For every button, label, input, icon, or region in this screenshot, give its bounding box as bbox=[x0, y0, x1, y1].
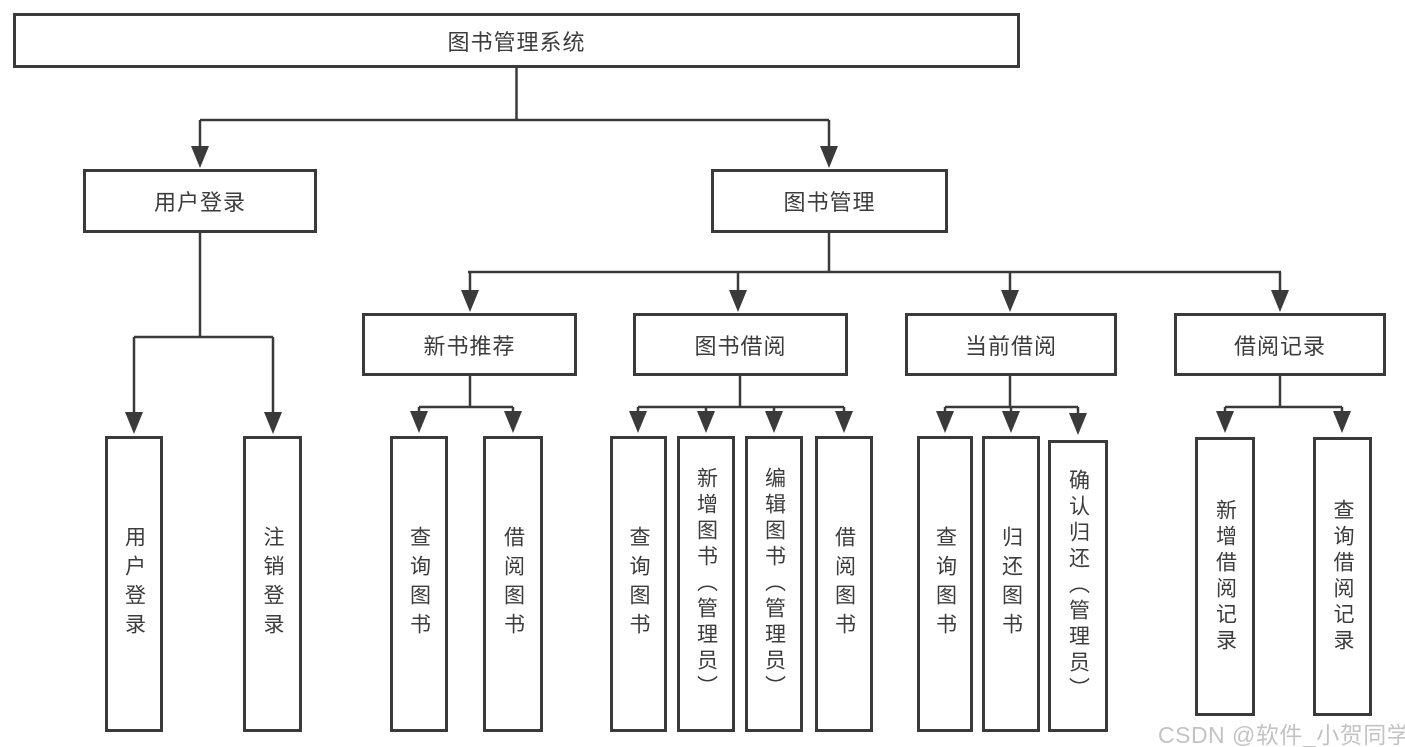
leaf-label: 用户登录 bbox=[122, 526, 146, 642]
node-library-management-system: 图书管理系统 bbox=[13, 13, 1020, 68]
leaf-label: 新增借阅记录 bbox=[1213, 498, 1237, 655]
node-book-borrowing: 图书借阅 bbox=[633, 313, 848, 376]
leaf-borrow-books-newbook: 借阅图书 bbox=[483, 436, 543, 732]
node-label: 借阅记录 bbox=[1233, 333, 1326, 359]
leaf-confirm-return-admin: 确认归还（管理员） bbox=[1048, 440, 1108, 732]
leaf-label: 查询图书 bbox=[627, 526, 650, 642]
leaf-return-books: 归还图书 bbox=[982, 436, 1040, 732]
leaf-add-borrow-record: 新增借阅记录 bbox=[1195, 437, 1255, 716]
leaf-query-books-newbook: 查询图书 bbox=[390, 436, 448, 732]
leaf-add-book-admin: 新增图书（管理员） bbox=[677, 436, 735, 732]
node-borrowing-records: 借阅记录 bbox=[1174, 313, 1386, 376]
node-user-login: 用户登录 bbox=[83, 169, 317, 233]
leaf-query-borrow-record: 查询借阅记录 bbox=[1313, 437, 1372, 716]
node-label: 新书推荐 bbox=[423, 333, 516, 359]
leaf-label: 编辑图书（管理员） bbox=[762, 467, 786, 701]
csdn-watermark: CSDN @软件_小贺同学 bbox=[1158, 722, 1405, 747]
node-new-book-recommendation: 新书推荐 bbox=[362, 313, 577, 376]
node-label: 图书管理系统 bbox=[447, 29, 586, 55]
leaf-label: 借阅图书 bbox=[832, 526, 856, 642]
leaf-edit-book-admin: 编辑图书（管理员） bbox=[745, 436, 803, 732]
leaf-label: 查询图书 bbox=[933, 526, 957, 642]
arrowhead-icons bbox=[125, 146, 1351, 435]
leaf-label: 确认归还（管理员） bbox=[1066, 469, 1090, 703]
leaf-query-books-borrow: 查询图书 bbox=[610, 436, 667, 732]
leaf-user-login: 用户登录 bbox=[105, 436, 163, 732]
leaf-label: 注销登录 bbox=[261, 526, 284, 642]
leaf-label: 新增图书（管理员） bbox=[694, 467, 718, 701]
node-label: 当前借阅 bbox=[964, 333, 1057, 359]
leaf-logout: 注销登录 bbox=[243, 436, 302, 732]
node-label: 图书管理 bbox=[783, 190, 876, 215]
leaf-label: 归还图书 bbox=[999, 526, 1023, 642]
node-book-management: 图书管理 bbox=[711, 169, 948, 233]
leaf-label: 借阅图书 bbox=[501, 526, 525, 642]
leaf-borrow-books-borrow: 借阅图书 bbox=[815, 436, 873, 732]
node-label: 用户登录 bbox=[153, 190, 246, 215]
node-label: 图书借阅 bbox=[694, 333, 787, 359]
leaf-label: 查询图书 bbox=[407, 526, 431, 642]
leaf-query-books-current: 查询图书 bbox=[917, 436, 973, 732]
node-current-borrowing: 当前借阅 bbox=[905, 313, 1117, 376]
leaf-label: 查询借阅记录 bbox=[1331, 498, 1354, 655]
